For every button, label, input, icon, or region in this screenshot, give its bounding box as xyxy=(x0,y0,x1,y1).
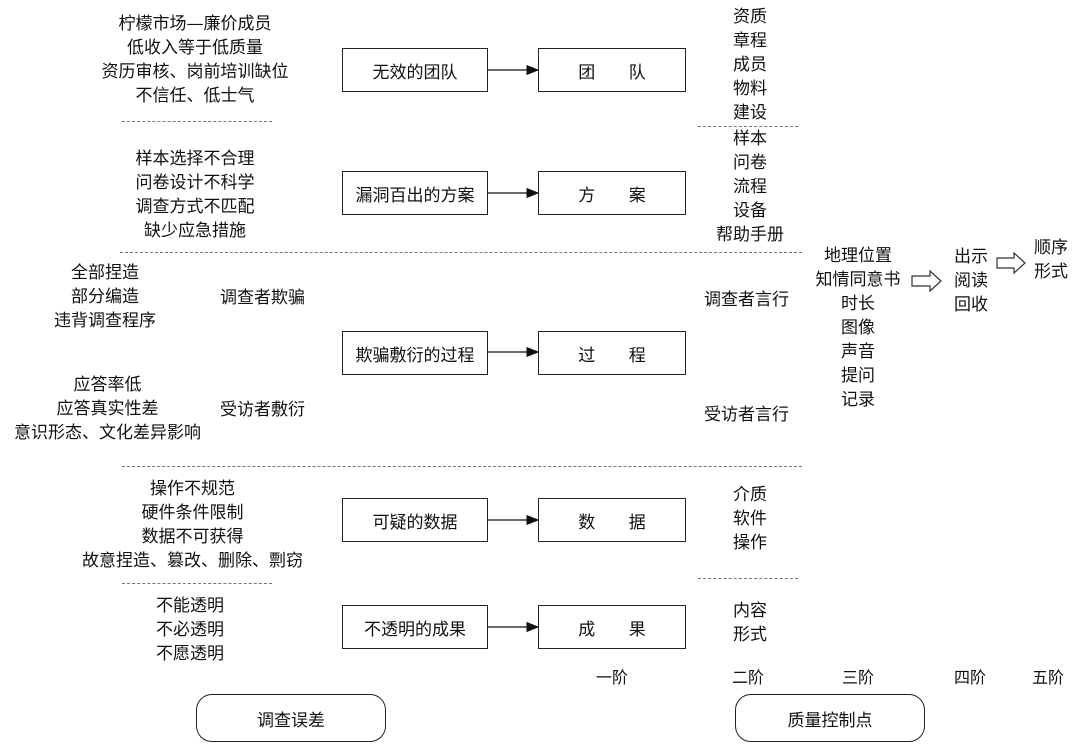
separator-full-3 xyxy=(122,466,802,467)
checkpoints-result: 内容 形式 xyxy=(700,599,800,647)
stage1-box-team: 团 队 xyxy=(538,48,686,92)
problem-box-process: 欺骗敷衍的过程 xyxy=(342,331,488,375)
third-stage-items: 地理位置 知情同意书 时长 图像 声音 提问 记录 xyxy=(808,244,908,412)
checkpoint-item: 章程 xyxy=(733,31,767,51)
checkpoints-team: 资质 章程 成员 物料 建设 xyxy=(700,5,800,125)
error-item: 调查方式不匹配 xyxy=(135,197,255,217)
error-item: 不必透明 xyxy=(156,620,224,640)
fourth-stage-items: 出示 阅读 回收 xyxy=(944,245,998,317)
stage3-item: 地理位置 xyxy=(824,246,892,266)
checkpoint-item: 操作 xyxy=(733,533,767,553)
stage-label-4: 四阶 xyxy=(954,668,987,687)
stage3-item: 记录 xyxy=(841,390,875,410)
stage-label-1: 一阶 xyxy=(596,668,629,687)
stage-label-2: 二阶 xyxy=(732,668,765,687)
fifth-stage-items: 顺序 形式 xyxy=(1026,236,1076,284)
check-interviewer: 调查者言行 xyxy=(704,290,789,310)
error-item: 全部捏造 xyxy=(71,263,139,283)
error-item: 样本选择不合理 xyxy=(135,149,255,169)
checkpoint-item: 问卷 xyxy=(733,153,767,173)
stage4-item: 阅读 xyxy=(954,271,988,291)
stage1-box-data: 数 据 xyxy=(538,498,686,542)
stage1-box-plan: 方 案 xyxy=(538,171,686,215)
stage-label-3: 三阶 xyxy=(842,668,875,687)
stage1-box-result: 成 果 xyxy=(538,605,686,649)
checkpoint-item: 成员 xyxy=(733,55,767,75)
cause-interviewer: 调查者欺骗 xyxy=(220,288,305,308)
stage1-box-process: 过 程 xyxy=(538,331,686,375)
checkpoint-item: 内容 xyxy=(733,601,767,621)
stage4-item: 回收 xyxy=(954,295,988,315)
error-item: 数据不可获得 xyxy=(141,527,244,547)
errors-process-respondent: 应答率低 应答真实性差 意识形态、文化差异影响 xyxy=(5,373,210,445)
problem-box-team: 无效的团队 xyxy=(342,48,488,92)
separator-left-1 xyxy=(122,121,272,122)
legend-survey-error: 调查误差 xyxy=(196,694,386,742)
separator-right-4 xyxy=(698,578,798,579)
errors-plan: 样本选择不合理 问卷设计不科学 调查方式不匹配 缺少应急措施 xyxy=(80,147,310,243)
problem-box-data: 可疑的数据 xyxy=(342,498,488,542)
error-item: 意识形态、文化差异影响 xyxy=(14,423,201,443)
stage5-item: 形式 xyxy=(1034,262,1068,282)
stage-label-5: 五阶 xyxy=(1032,668,1065,687)
error-item: 不能透明 xyxy=(156,596,224,616)
hollow-arrow-3-4 xyxy=(911,269,942,293)
error-item: 违背调查程序 xyxy=(54,311,156,331)
errors-process-interviewer: 全部捏造 部分编造 违背调查程序 xyxy=(35,261,175,333)
problem-box-result: 不透明的成果 xyxy=(342,605,488,649)
separator-right-1 xyxy=(698,126,798,127)
checkpoint-item: 资质 xyxy=(733,7,767,27)
stage3-item: 提问 xyxy=(841,366,875,386)
cause-respondent: 受访者敷衍 xyxy=(220,400,305,420)
error-item: 不愿透明 xyxy=(156,644,224,664)
stage3-item: 知情同意书 xyxy=(815,270,901,290)
error-item: 操作不规范 xyxy=(150,479,235,499)
error-item: 低收入等于低质量 xyxy=(127,38,263,58)
check-respondent: 受访者言行 xyxy=(704,405,789,425)
stage5-item: 顺序 xyxy=(1034,238,1068,258)
stage3-item: 时长 xyxy=(841,294,875,314)
legend-quality-control: 质量控制点 xyxy=(735,694,925,742)
checkpoint-item: 介质 xyxy=(733,485,767,505)
error-item: 问卷设计不科学 xyxy=(135,173,255,193)
stage4-item: 出示 xyxy=(954,247,988,267)
checkpoint-item: 帮助手册 xyxy=(716,225,784,245)
error-item: 应答真实性差 xyxy=(56,399,159,419)
checkpoint-item: 形式 xyxy=(733,625,767,645)
hollow-arrow-4-5 xyxy=(996,251,1026,275)
checkpoints-data: 介质 软件 操作 xyxy=(700,483,800,555)
checkpoint-item: 设备 xyxy=(733,201,767,221)
error-item: 部分编造 xyxy=(71,287,139,307)
errors-result: 不能透明 不必透明 不愿透明 xyxy=(120,594,260,666)
separator-full-2 xyxy=(120,252,802,253)
error-item: 柠檬市场—廉价成员 xyxy=(118,14,272,34)
error-item: 故意捏造、篡改、删除、剽窃 xyxy=(82,551,303,571)
stage3-item: 图像 xyxy=(841,318,875,338)
checkpoints-plan: 样本 问卷 流程 设备 帮助手册 xyxy=(700,127,800,247)
errors-data: 操作不规范 硬件条件限制 数据不可获得 故意捏造、篡改、删除、剽窃 xyxy=(55,477,330,573)
stage3-item: 声音 xyxy=(841,342,875,362)
error-item: 不信任、低士气 xyxy=(135,86,255,106)
checkpoint-item: 建设 xyxy=(733,103,767,123)
error-item: 缺少应急措施 xyxy=(144,221,246,241)
checkpoint-item: 流程 xyxy=(733,177,767,197)
checkpoint-item: 物料 xyxy=(733,79,767,99)
problem-box-plan: 漏洞百出的方案 xyxy=(342,171,488,215)
separator-left-4 xyxy=(122,583,272,584)
error-item: 应答率低 xyxy=(73,375,142,395)
error-item: 硬件条件限制 xyxy=(141,503,244,523)
checkpoint-item: 软件 xyxy=(733,509,767,529)
error-item: 资历审核、岗前培训缺位 xyxy=(101,62,289,82)
errors-team: 柠檬市场—廉价成员 低收入等于低质量 资历审核、岗前培训缺位 不信任、低士气 xyxy=(50,12,340,108)
checkpoint-item: 样本 xyxy=(733,129,767,149)
